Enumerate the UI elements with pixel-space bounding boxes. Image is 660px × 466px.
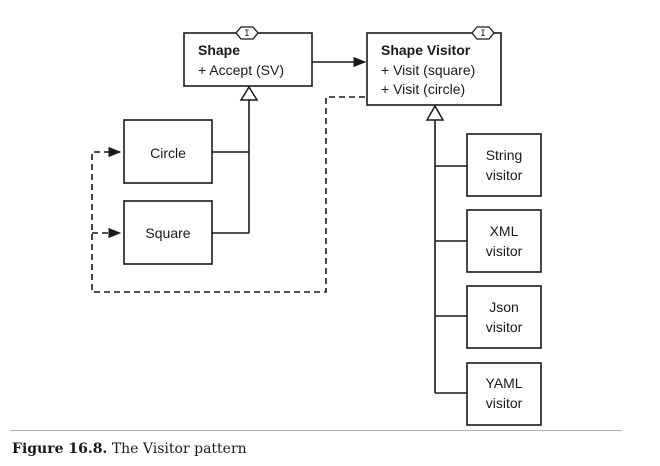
shape-title: Shape <box>198 42 240 58</box>
yaml-visitor-label-line2: visitor <box>486 395 523 411</box>
circle-label: Circle <box>150 145 186 161</box>
string-visitor-label-line2: visitor <box>486 167 523 183</box>
xml-visitor-box: XML visitor <box>466 209 542 273</box>
shape-stereotype-label: I <box>244 29 249 39</box>
shape-visitor-interface-badge: I <box>471 26 495 40</box>
shape-interface-box: Shape + Accept (SV) <box>183 32 313 87</box>
figure-number: Figure 16.8. <box>12 441 108 457</box>
shape-generalization-triangle-icon <box>239 85 259 101</box>
json-visitor-label-line1: Json <box>489 299 519 315</box>
shape-visitor-interface-box: Shape Visitor + Visit (square) + Visit (… <box>366 32 502 106</box>
visitor-inheritance-connector <box>425 104 467 394</box>
json-visitor-label-line2: visitor <box>486 319 523 335</box>
figure-caption: Figure 16.8. The Visitor pattern <box>12 441 247 457</box>
square-class-box: Square <box>123 200 213 265</box>
yaml-visitor-box: YAML visitor <box>466 362 542 426</box>
circle-class-box: Circle <box>123 119 213 184</box>
shape-inheritance-connector <box>212 85 259 234</box>
visitor-pattern-diagram: Shape + Accept (SV) I Shape Visitor + Vi… <box>91 26 542 426</box>
string-visitor-label-line1: String <box>486 147 523 163</box>
visit-square-method: + Visit (square) <box>381 62 475 78</box>
xml-visitor-label-line2: visitor <box>486 243 523 259</box>
figure-title: The Visitor pattern <box>111 441 247 457</box>
shape-visitor-stereotype-label: I <box>480 29 485 39</box>
xml-visitor-label-line1: XML <box>490 223 519 239</box>
square-label: Square <box>145 225 190 241</box>
shape-accept-method: + Accept (SV) <box>198 62 284 78</box>
json-visitor-box: Json visitor <box>466 285 542 349</box>
shape-visitor-title: Shape Visitor <box>381 42 471 58</box>
string-visitor-box: String visitor <box>466 133 542 197</box>
caption-divider <box>10 430 622 431</box>
yaml-visitor-label-line1: YAML <box>485 375 522 391</box>
visitor-to-elements-dependency <box>91 96 365 293</box>
shape-interface-badge: I <box>235 26 259 40</box>
visit-circle-method: + Visit (circle) <box>381 81 465 97</box>
visitor-generalization-triangle-icon <box>425 104 445 121</box>
